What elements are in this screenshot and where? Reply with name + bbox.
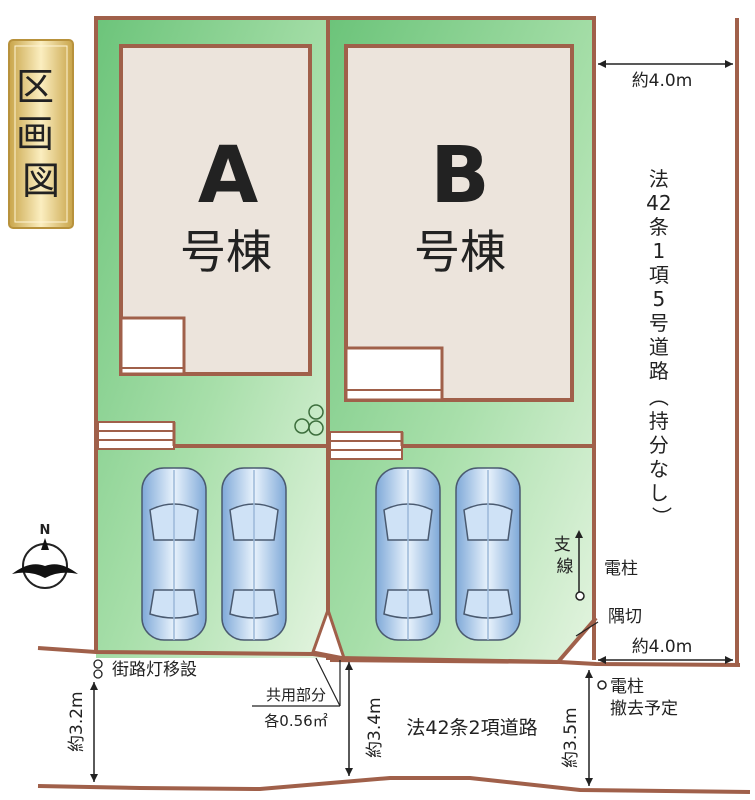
south-middle-width-label: 約3.4m [365, 697, 385, 758]
shared-part-callout: 共用部分 各0.56㎡ [252, 657, 341, 730]
lot-a-letter: A [198, 131, 258, 221]
lot-a-name: 号棟 [180, 225, 272, 279]
house-b: B 号棟 [344, 44, 574, 402]
title-plate: 区 画 図 [8, 39, 74, 229]
utility-pole: 電柱 [575, 559, 638, 601]
compass-north-label: N [40, 523, 51, 538]
lot-b-name: 号棟 [414, 225, 506, 279]
support-wire-label: 支 線 [554, 535, 576, 577]
page-title: 区 画 図 [16, 65, 66, 203]
title-char-1: 区 [16, 65, 54, 109]
pole-removal-line2: 撤去予定 [610, 699, 678, 719]
title-char-2: 画 [16, 112, 54, 156]
car-b2 [455, 467, 521, 641]
shared-area-label: 各0.56㎡ [264, 712, 327, 730]
dim-south-right: 約3.5m [561, 670, 593, 786]
dim-south-middle: 約3.4m [345, 662, 385, 776]
dim-east-bottom: 約4.0m [598, 637, 733, 664]
east-road-label: 法 42 条 1 項 5 号 道 路 ︵ 持 分 な し ︶ [646, 167, 678, 529]
east-bottom-width-label: 約4.0m [632, 637, 693, 657]
dim-south-left: 約3.2m [67, 682, 98, 782]
parked-cars [141, 467, 521, 641]
streetlight: 街路灯移設 [93, 659, 197, 680]
utility-pole-label: 電柱 [604, 559, 638, 579]
south-road-label: 法42条2項道路 [406, 717, 537, 739]
house-a: A 号棟 [119, 44, 312, 376]
car-b1 [375, 467, 441, 641]
south-road-edges [37, 646, 751, 794]
pole-removal: 電柱 撤去予定 [597, 677, 678, 719]
steps-a [97, 421, 176, 450]
title-char-3: 図 [22, 159, 60, 203]
corner-cut-label: 隅切 [608, 607, 642, 627]
support-wire: 支 線 [554, 530, 583, 592]
shrubs [294, 404, 324, 436]
steps-b [329, 431, 404, 460]
lot-b-letter: B [430, 131, 489, 221]
south-right-width-label: 約3.5m [561, 707, 581, 768]
east-top-width-label: 約4.0m [632, 71, 693, 91]
pole-removal-line1: 電柱 [610, 677, 644, 697]
streetlight-label: 街路灯移設 [112, 660, 197, 680]
east-road [592, 18, 739, 665]
car-a2 [221, 467, 287, 641]
north-compass-icon: N [12, 523, 78, 589]
dim-east-top: 約4.0m [598, 60, 733, 91]
corner-cut: 隅切 [575, 607, 642, 637]
shared-part-label: 共用部分 [266, 686, 326, 704]
south-left-width-label: 約3.2m [67, 691, 87, 752]
car-a1 [141, 467, 207, 641]
